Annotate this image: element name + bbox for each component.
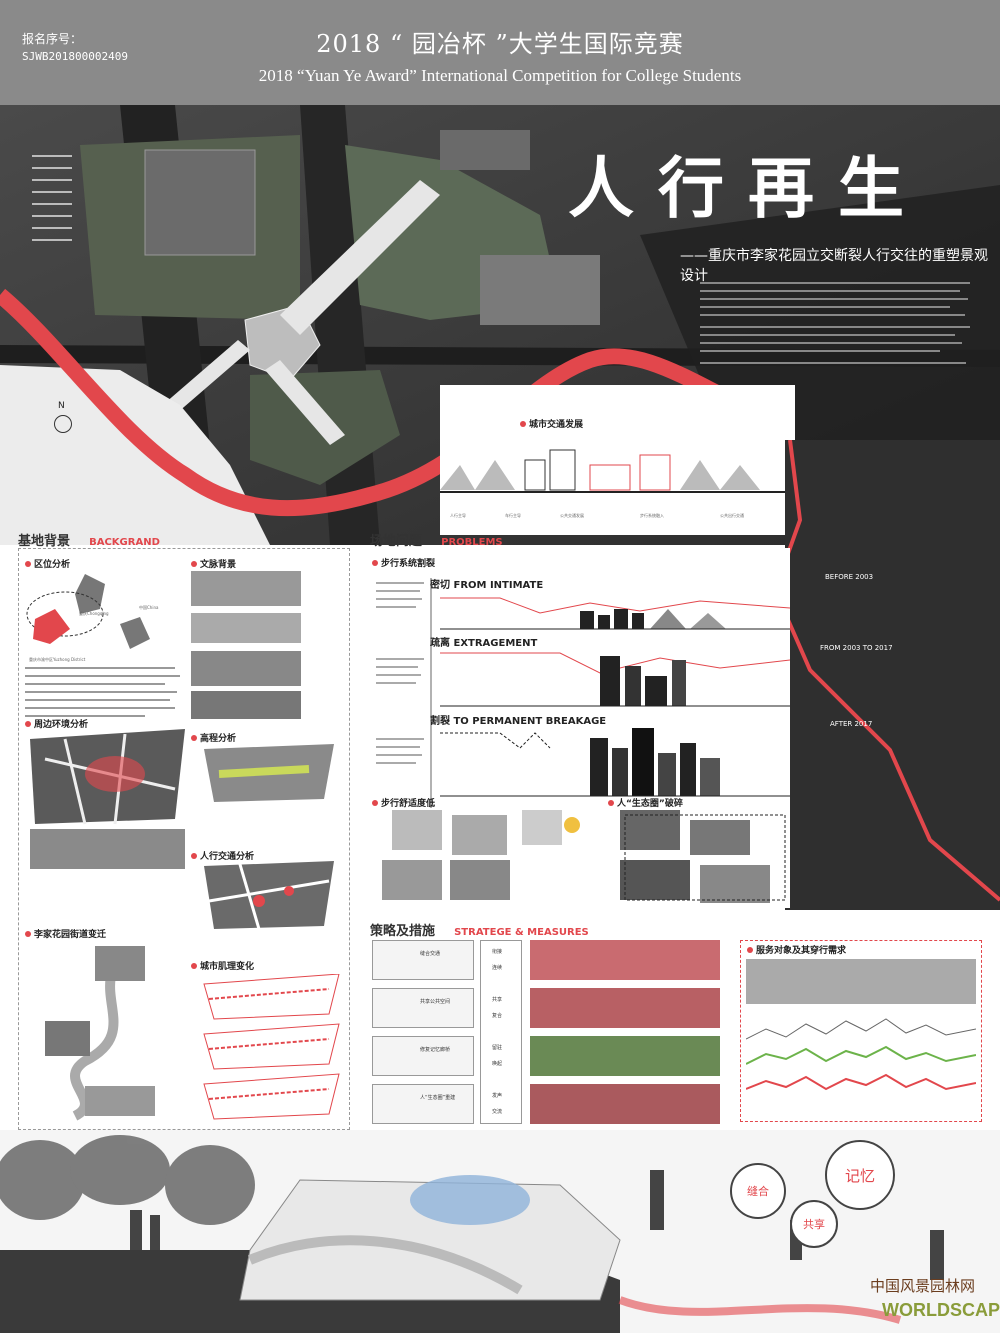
section-background-cn: 基地背景 [18, 534, 71, 549]
location-label-chongqing: 重庆Chongqing [79, 611, 109, 616]
strategy-label-3: 修复记忆廊桥 [420, 1047, 451, 1053]
service-demand-chart [746, 959, 976, 1091]
strategy-label-4: 人“生态圈”重建 [420, 1095, 456, 1101]
subsection-texture: 城市肌理变化 [191, 959, 254, 972]
traffic-label-5: 公共出行交通 [720, 513, 744, 518]
header-bar [0, 0, 1000, 105]
traffic-development-panel: 城市交通发展 人行主导 车行主导 公共交通发展 步行系统融入 公共出行交通 [440, 385, 795, 535]
elevation-map [204, 744, 334, 802]
competition-title-cn: 2018 “ 园冶杯 ”大学生国际竞赛 [316, 30, 684, 58]
bottom-render-graphic [0, 1130, 1000, 1333]
location-text-block [25, 667, 185, 727]
stage-1-skyline [440, 597, 790, 630]
strategy-panel: 缝合交通 共享公共空间 修复记忆廊桥 人“生态圈”重建 衔接 连续 共享 复合 … [370, 938, 985, 1128]
timeline-arrow [430, 578, 432, 808]
subsection-pedestrian: 人行交通分析 [191, 849, 254, 862]
problems-panel: 步行系统割裂 密切 FROM INTIMATE 疏离 EXTRAGEMENT 割… [370, 548, 790, 908]
flow-label-1: 衔接 [492, 949, 503, 955]
stage-3-title: 割裂 TO PERMANENT BREAKAGE [430, 716, 607, 727]
intro-paragraph-block [700, 282, 970, 372]
poster-title-char-3: 再 [748, 150, 816, 227]
flow-label-7: 发声 [492, 1093, 503, 1099]
flow-label-5: 留驻 [492, 1045, 503, 1051]
strategy-box-1 [372, 940, 474, 980]
strategy-label-1: 缝合交通 [420, 951, 441, 957]
subsection-surrounding: 周边环境分析 [25, 717, 88, 730]
compass-label: N [58, 401, 65, 411]
section-background-en: BACKGRAND [89, 537, 160, 548]
section-problems-en: PROBLEMS [441, 537, 503, 548]
pedestrian-traffic-map [204, 861, 334, 930]
section-problems-header: 场地问题 PROBLEMS [370, 530, 503, 549]
traffic-label-4: 步行系统融入 [640, 513, 664, 518]
flow-label-4: 复合 [492, 1013, 503, 1019]
watermark-cn: 中国风景园林网 [870, 1277, 976, 1295]
stage-2-skyline [440, 652, 790, 707]
era-label-1: BEFORE 2003 [825, 573, 874, 581]
hero-site-plan: 城市交通发展 人行主导 车行主导 公共交通发展 步行系统融入 公共出行交通 N [0, 105, 1000, 545]
subsection-street-change: 李家花园街道变迁 [25, 927, 106, 940]
surrounding-analysis-map [30, 729, 185, 869]
stage-1-title: 密切 FROM INTIMATE [430, 580, 544, 591]
eco-title: 人“生态圈”破碎 [608, 796, 683, 809]
problems-system-title: 步行系统割裂 [372, 556, 435, 569]
dark-foliage-strip [785, 440, 1000, 910]
strategy-flow-column [480, 940, 522, 1124]
background-panel: 区位分析 文脉背景 重庆Chongqing 中国China 重庆市渝中区Yuzh… [18, 548, 350, 1130]
service-title: 服务对象及其穿行需求 [747, 943, 846, 956]
era-label-2: FROM 2003 TO 2017 [820, 644, 893, 652]
location-map [26, 574, 150, 649]
eco-photos [620, 810, 786, 903]
traffic-label-1: 人行主导 [450, 513, 466, 518]
service-demand-panel: 服务对象及其穿行需求 [740, 940, 982, 1122]
bottom-render: 缝合 共享 记忆 中国风景园林网 WORLDSCAPE [0, 1130, 1000, 1333]
flow-label-8: 交流 [492, 1109, 503, 1115]
flow-label-3: 共享 [492, 997, 503, 1003]
watermark-en: WORLDSCAPE [882, 1300, 1000, 1320]
flow-label-6: 唤起 [492, 1061, 503, 1067]
traffic-evolution-graphic [440, 449, 795, 493]
section-problems-cn: 场地问题 [370, 534, 423, 549]
traffic-label-2: 车行主导 [505, 513, 521, 518]
poster-subtitle: ——重庆市李家花园立交断裂人行交往的重塑景观设计 [680, 248, 988, 284]
section-background-header: 基地背景 BACKGRAND [18, 530, 160, 549]
problem-notes-column [376, 578, 428, 788]
comfort-title: 步行舒适度低 [372, 796, 435, 809]
section-strategy-cn: 策略及措施 [370, 924, 436, 939]
location-label-china: 中国China [139, 605, 159, 610]
poster-title-char-2: 行 [658, 150, 726, 227]
comfort-photos [382, 810, 580, 900]
subsection-location: 区位分析 [25, 557, 70, 570]
strategy-box-3 [372, 1036, 474, 1076]
stage-3-skyline [440, 728, 790, 797]
flow-label-2: 连续 [492, 965, 503, 971]
traffic-label-3: 公共交通发展 [560, 513, 584, 518]
compass-icon [54, 415, 72, 433]
traffic-title: 城市交通发展 [520, 417, 583, 430]
competition-title-en: 2018 “Yuan Ye Award” International Compe… [258, 66, 742, 85]
strategy-label-2: 共享公共空间 [420, 999, 451, 1005]
subsection-elevation: 高程分析 [191, 731, 236, 744]
bubble-memory: 记忆 [825, 1140, 895, 1210]
red-fracture-line [772, 440, 1000, 902]
strategy-box-2 [372, 988, 474, 1028]
era-label-3: AFTER 2017 [830, 720, 873, 728]
section-strategy-header: 策略及措施 STRATEGE & MEASURES [370, 920, 589, 939]
bubble-share: 共享 [790, 1200, 838, 1248]
context-photos [191, 571, 301, 719]
location-label-yuzhong: 重庆市渝中区Yuzhong District [29, 657, 86, 662]
section-strategy-en: STRATEGE & MEASURES [454, 927, 589, 938]
registration-label: 报名序号： [22, 32, 83, 46]
street-change-timeline [45, 946, 155, 1121]
subsection-context: 文脉背景 [191, 557, 236, 570]
strategy-box-4 [372, 1084, 474, 1124]
registration-id: SJWB201800002409 [22, 50, 128, 63]
bubble-stitch: 缝合 [730, 1163, 786, 1219]
poster-title-char-4: 生 [838, 150, 906, 227]
stage-2-title: 疏离 EXTRAGEMENT [430, 638, 538, 649]
urban-texture-maps [203, 974, 340, 1120]
poster-title-char-1: 人 [568, 150, 636, 227]
strategy-render-images [530, 940, 720, 1124]
